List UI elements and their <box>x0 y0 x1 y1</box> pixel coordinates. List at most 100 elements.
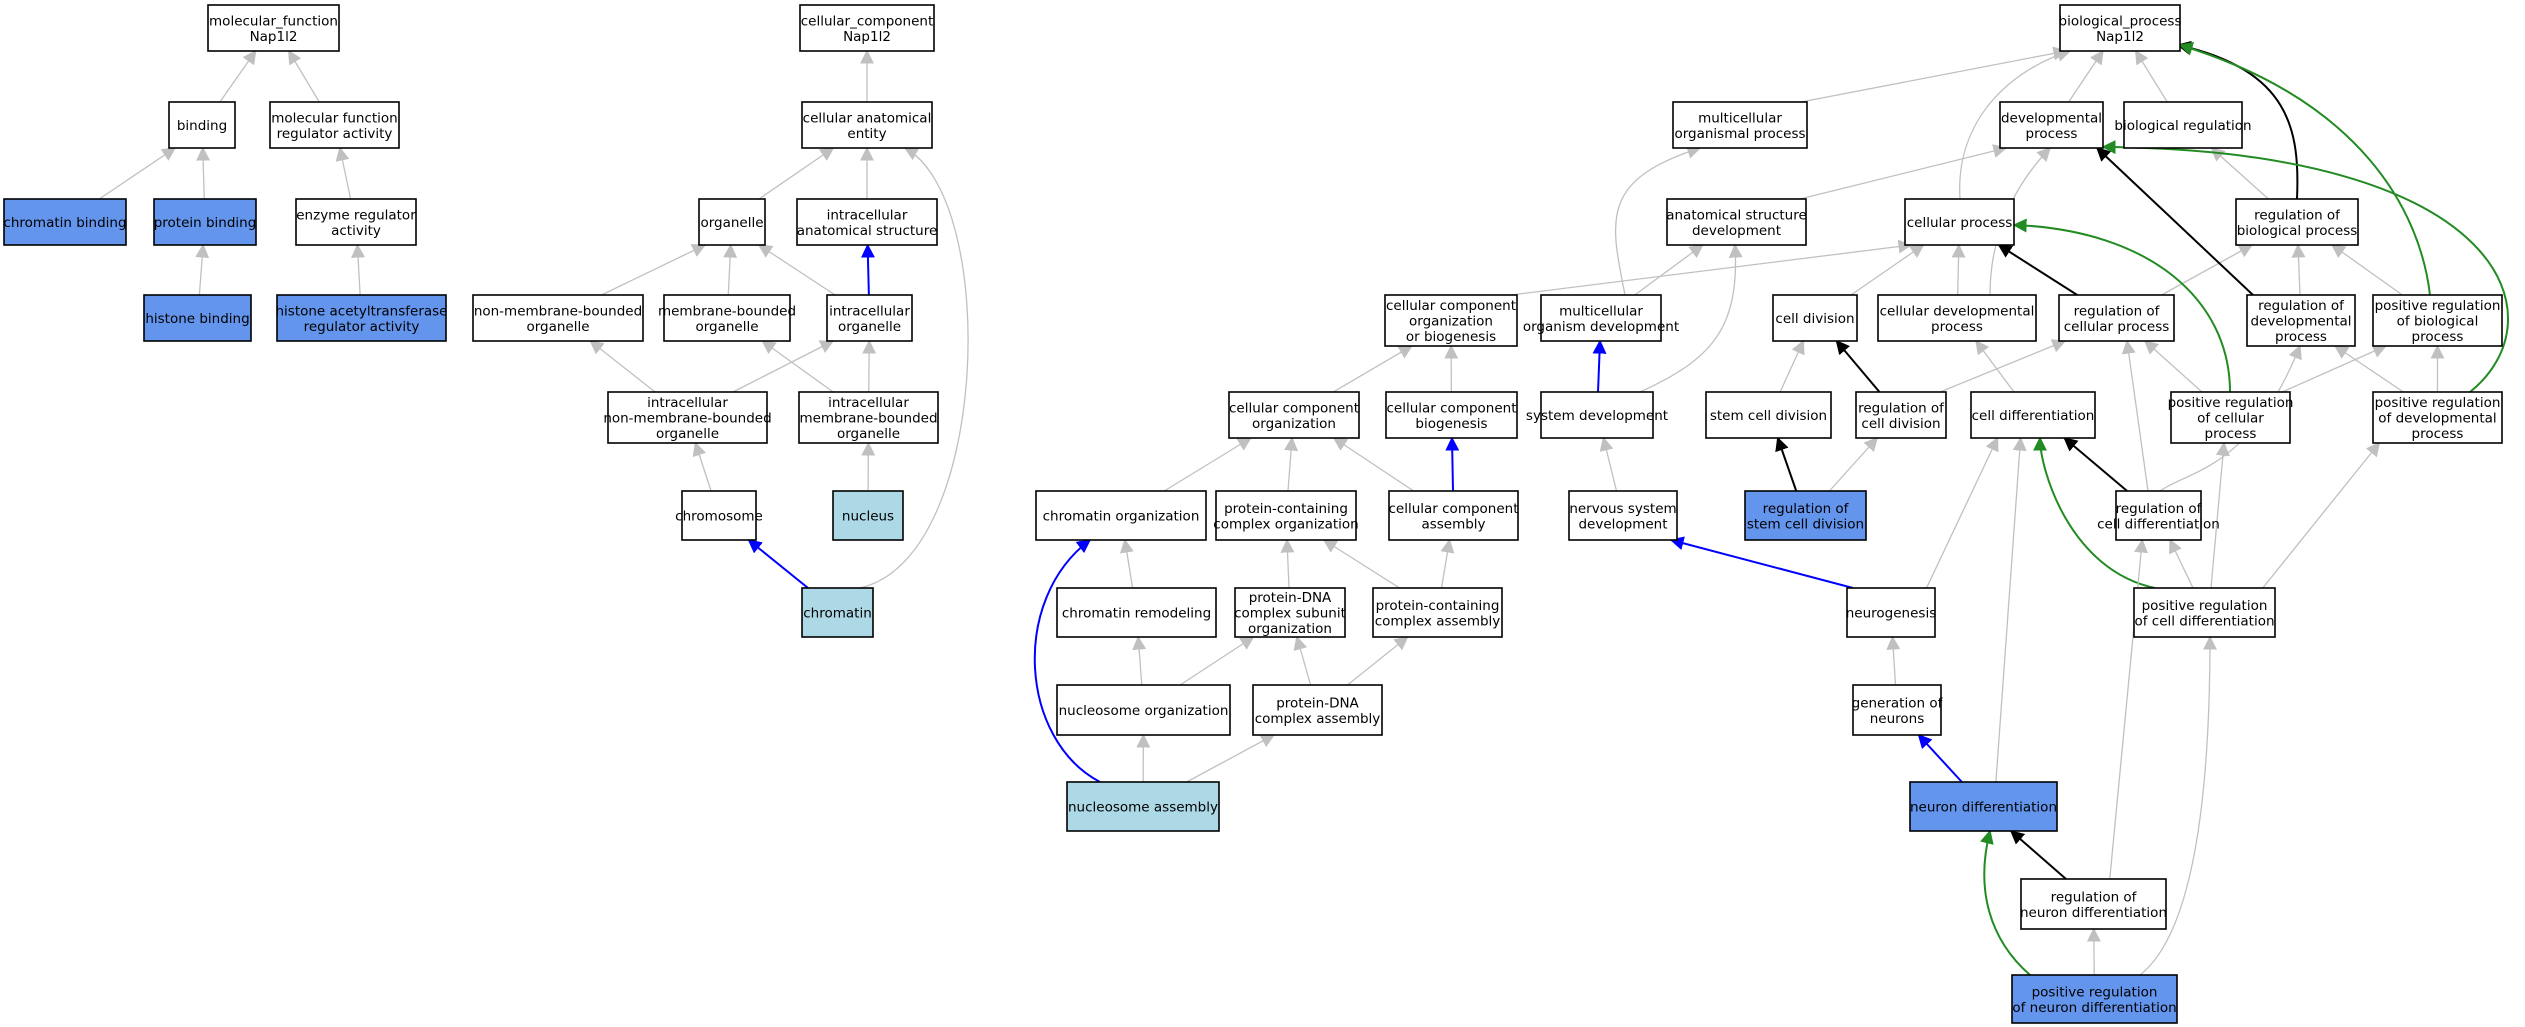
node-label: regulation of <box>2254 207 2341 223</box>
node-label: process <box>1931 319 1983 335</box>
node-box <box>2011 974 2178 1024</box>
node-box <box>1855 391 1947 439</box>
edge-rcp-to-rbp <box>2161 244 2254 296</box>
node-label: neuron differentiation <box>2020 905 2167 921</box>
node-label: stem cell division <box>1710 408 1827 424</box>
node-celldiff[interactable]: cell differentiation <box>1970 391 2096 439</box>
node-protein_binding[interactable]: protein binding <box>153 198 257 246</box>
node-label: regulation of <box>1858 400 1945 416</box>
node-scd[interactable]: stem cell division <box>1705 391 1832 439</box>
edge-prdp-to-devp <box>2101 140 2509 393</box>
node-label: cell division <box>1861 416 1940 432</box>
edge-rcdiff-to-rcp <box>2121 339 2149 492</box>
node-label: chromatin binding <box>3 215 126 231</box>
node-nucleus[interactable]: nucleus <box>832 490 904 541</box>
node-box <box>2133 587 2276 638</box>
node-organelle[interactable]: organelle <box>698 198 766 246</box>
node-label: developmental <box>2001 110 2102 126</box>
node-box <box>269 101 400 149</box>
node-label: cellular developmental <box>1880 303 2035 319</box>
edge-prcp-to-cellp <box>2012 218 2231 393</box>
node-histone_binding[interactable]: histone binding <box>143 294 252 342</box>
edge-organelle-to-cae <box>758 147 835 200</box>
node-box <box>1540 294 1662 342</box>
node-chromosome[interactable]: chromosome <box>675 490 763 541</box>
node-neurdiff[interactable]: neuron differentiation <box>1909 781 2058 832</box>
node-chromatin_binding[interactable]: chromatin binding <box>3 198 127 246</box>
edge-pdca-to-pcca <box>1347 636 1409 686</box>
node-chromatin[interactable]: chromatin <box>801 587 874 638</box>
node-inmbo[interactable]: intracellularnon-membrane-boundedorganel… <box>603 391 772 444</box>
node-sysdev[interactable]: system development <box>1526 391 1668 439</box>
node-bioreg[interactable]: biological regulation <box>2114 101 2252 149</box>
node-label: nucleosome organization <box>1059 703 1229 719</box>
node-label: intracellular <box>827 207 908 223</box>
node-chromorg[interactable]: chromatin organization <box>1035 490 1207 541</box>
edge-binding-to-mf_root <box>219 49 257 103</box>
node-label: organelle <box>700 215 763 231</box>
node-box <box>1066 781 1220 832</box>
node-label: molecular_function <box>209 13 338 29</box>
edge-pcca-to-pcco <box>1322 539 1400 589</box>
edge-rcd-to-celldiv <box>1835 339 1881 393</box>
node-binding[interactable]: binding <box>168 101 236 149</box>
node-label: nucleus <box>842 509 894 525</box>
node-label: complex subunit <box>1234 606 1346 622</box>
node-label: positive regulation <box>2375 395 2501 411</box>
edge-rscd-to-scd <box>1775 436 1798 492</box>
node-nucasm[interactable]: nucleosome assembly <box>1066 781 1220 832</box>
node-box <box>2246 294 2356 347</box>
node-label: cellular component <box>1386 400 1516 416</box>
node-neurogenesis[interactable]: neurogenesis <box>1846 587 1937 638</box>
node-box <box>2123 101 2243 149</box>
node-box <box>1252 684 1383 736</box>
node-label: nucleosome assembly <box>1068 800 1218 816</box>
node-celldiv[interactable]: cell division <box>1772 294 1858 342</box>
node-label: of neuron differentiation <box>2012 1000 2176 1016</box>
node-chromrem[interactable]: chromatin remodeling <box>1056 587 1217 638</box>
node-nucorg[interactable]: nucleosome organization <box>1056 684 1231 736</box>
node-label: binding <box>177 118 227 134</box>
node-cellp[interactable]: cellular process <box>1904 198 2015 246</box>
node-label: histone binding <box>145 311 249 327</box>
